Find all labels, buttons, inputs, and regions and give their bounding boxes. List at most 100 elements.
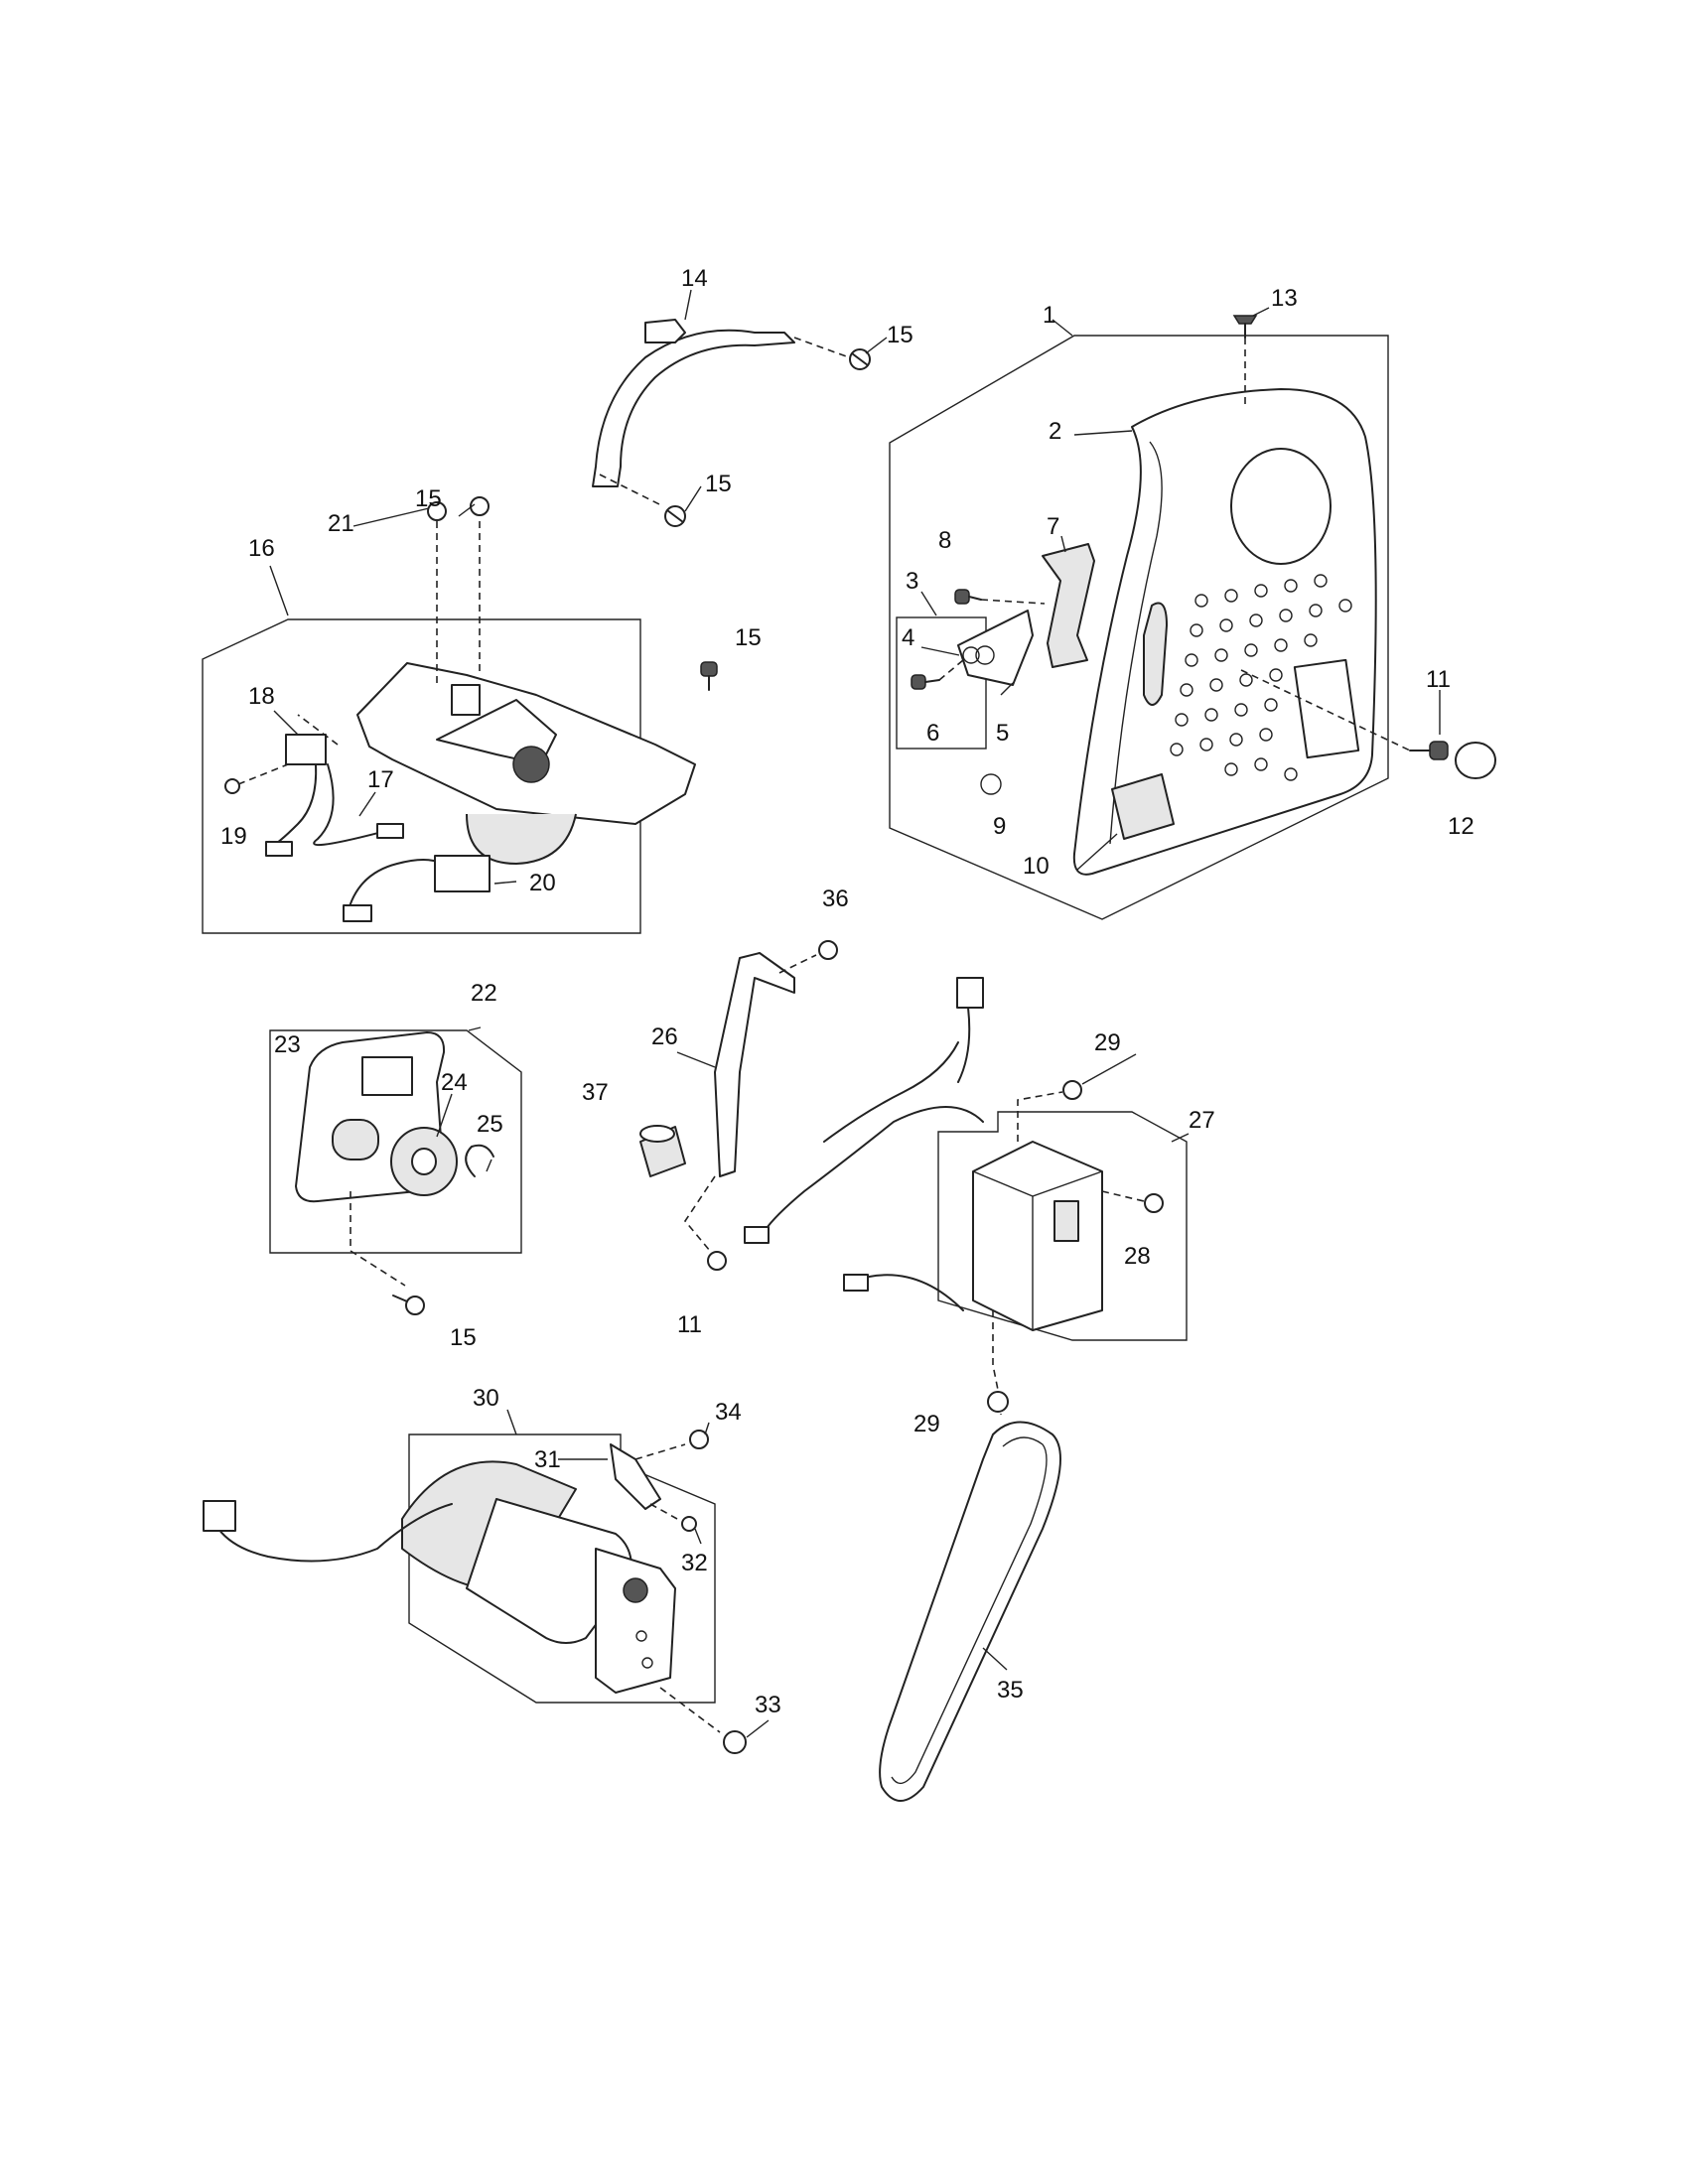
callout-15-plate-top: 15: [415, 485, 442, 512]
screw-32: [681, 1516, 697, 1532]
connector-17b: [376, 823, 404, 839]
callout-21: 21: [328, 510, 354, 537]
callout-8: 8: [938, 527, 951, 554]
top-actuator: [451, 684, 481, 716]
drive-belt-35: [879, 1421, 1061, 1802]
dash-28: [1101, 1190, 1145, 1202]
group-frame-3: [896, 616, 987, 750]
callout-29-top: 29: [1094, 1029, 1121, 1056]
screw-28: [1144, 1193, 1164, 1213]
bracket-7: [1042, 543, 1095, 668]
callout-13: 13: [1271, 285, 1298, 312]
spacer-37-top: [639, 1125, 675, 1143]
callout-11-cover: 11: [1426, 666, 1451, 693]
e-ring-25: [465, 1144, 494, 1177]
callout-36: 36: [822, 886, 849, 912]
connector-20: [343, 904, 372, 922]
callout-32: 32: [681, 1550, 708, 1576]
callout-24: 24: [441, 1069, 468, 1096]
dash-15a: [793, 337, 850, 358]
motor-body: [466, 1498, 632, 1644]
callout-1: 1: [1043, 302, 1055, 329]
pinion-gear: [512, 746, 550, 783]
callout-28: 28: [1124, 1243, 1151, 1270]
callout-3: 3: [906, 568, 918, 595]
screw-8: [954, 589, 982, 605]
callout-22: 22: [471, 980, 497, 1007]
connector-27b: [744, 1226, 770, 1244]
guard-tab: [644, 319, 686, 343]
spring-plate-5: [957, 610, 1034, 686]
cover-edge: [1109, 441, 1163, 845]
gear-plate-assembly-16: [202, 496, 718, 934]
shaft-23: [332, 1119, 379, 1160]
callout-26: 26: [651, 1024, 678, 1050]
harness-17a: [267, 763, 318, 850]
cap-12: [1455, 742, 1496, 779]
callout-33: 33: [755, 1692, 781, 1718]
pulley-hub: [411, 1148, 437, 1175]
callout-15-pulley: 15: [450, 1324, 477, 1351]
screw-6: [911, 674, 940, 690]
cover-window: [1293, 658, 1360, 759]
motor-assembly-30: [203, 1430, 747, 1754]
screw-15e: [392, 1295, 425, 1315]
screw-15c: [470, 496, 490, 516]
callout-37: 37: [582, 1079, 609, 1106]
dash-32: [649, 1503, 678, 1520]
dash-15e: [350, 1191, 406, 1287]
callout-9: 9: [993, 813, 1006, 840]
motor-mount-plate: [595, 1548, 676, 1694]
motor-pulley: [623, 1577, 648, 1603]
motor-barrel-16: [466, 813, 577, 865]
harness-27b: [823, 1041, 959, 1143]
callout-35: 35: [997, 1677, 1024, 1704]
screw-11-cover: [1409, 741, 1449, 760]
group-frame-22: [269, 1029, 522, 1254]
callout-25: 25: [477, 1111, 503, 1138]
harness-27d: [957, 1007, 971, 1083]
belt-inner: [891, 1436, 1048, 1785]
control-box-assembly-27: [744, 977, 1188, 1413]
dash-29b: [992, 1310, 999, 1391]
connector-27a: [956, 977, 984, 1009]
mount-hole-a: [635, 1630, 647, 1642]
dash-11: [1240, 669, 1411, 751]
callout-10: 10: [1023, 853, 1050, 880]
callout-20: 20: [529, 870, 556, 896]
screw-13: [1232, 315, 1258, 339]
callout-5: 5: [996, 720, 1009, 747]
mount-bracket-26: [639, 940, 838, 1271]
bracket-26: [714, 952, 795, 1177]
screw-29a: [1062, 1080, 1082, 1100]
callout-4: 4: [902, 624, 914, 651]
callout-31: 31: [534, 1446, 561, 1473]
motor-cable: [217, 1503, 453, 1563]
guard-14: [592, 319, 871, 527]
bracket-31: [610, 1443, 661, 1510]
dash-29a: [1017, 1091, 1063, 1142]
screw-15d: [700, 661, 718, 691]
cover-assembly: [889, 315, 1496, 920]
dash-18: [297, 714, 339, 746]
callout-18: 18: [248, 683, 275, 710]
motor-connector: [203, 1500, 236, 1532]
dash-36: [778, 954, 817, 974]
screw-29b: [987, 1391, 1009, 1413]
callout-15-guard-top: 15: [887, 322, 913, 348]
screw-15a: [849, 348, 871, 370]
washer-4b: [975, 645, 995, 665]
pulley-assembly-22: [269, 1029, 522, 1315]
harness-27c: [853, 1274, 964, 1311]
callout-14: 14: [681, 265, 708, 292]
callout-12: 12: [1448, 813, 1474, 840]
callout-19: 19: [220, 823, 247, 850]
callout-30: 30: [473, 1385, 499, 1412]
washer-4a: [962, 646, 980, 664]
dash-11b: [684, 1175, 716, 1252]
cover-slot: [1143, 602, 1168, 706]
callout-27: 27: [1189, 1107, 1215, 1134]
screw-11b: [707, 1251, 727, 1271]
callout-17: 17: [367, 766, 394, 793]
